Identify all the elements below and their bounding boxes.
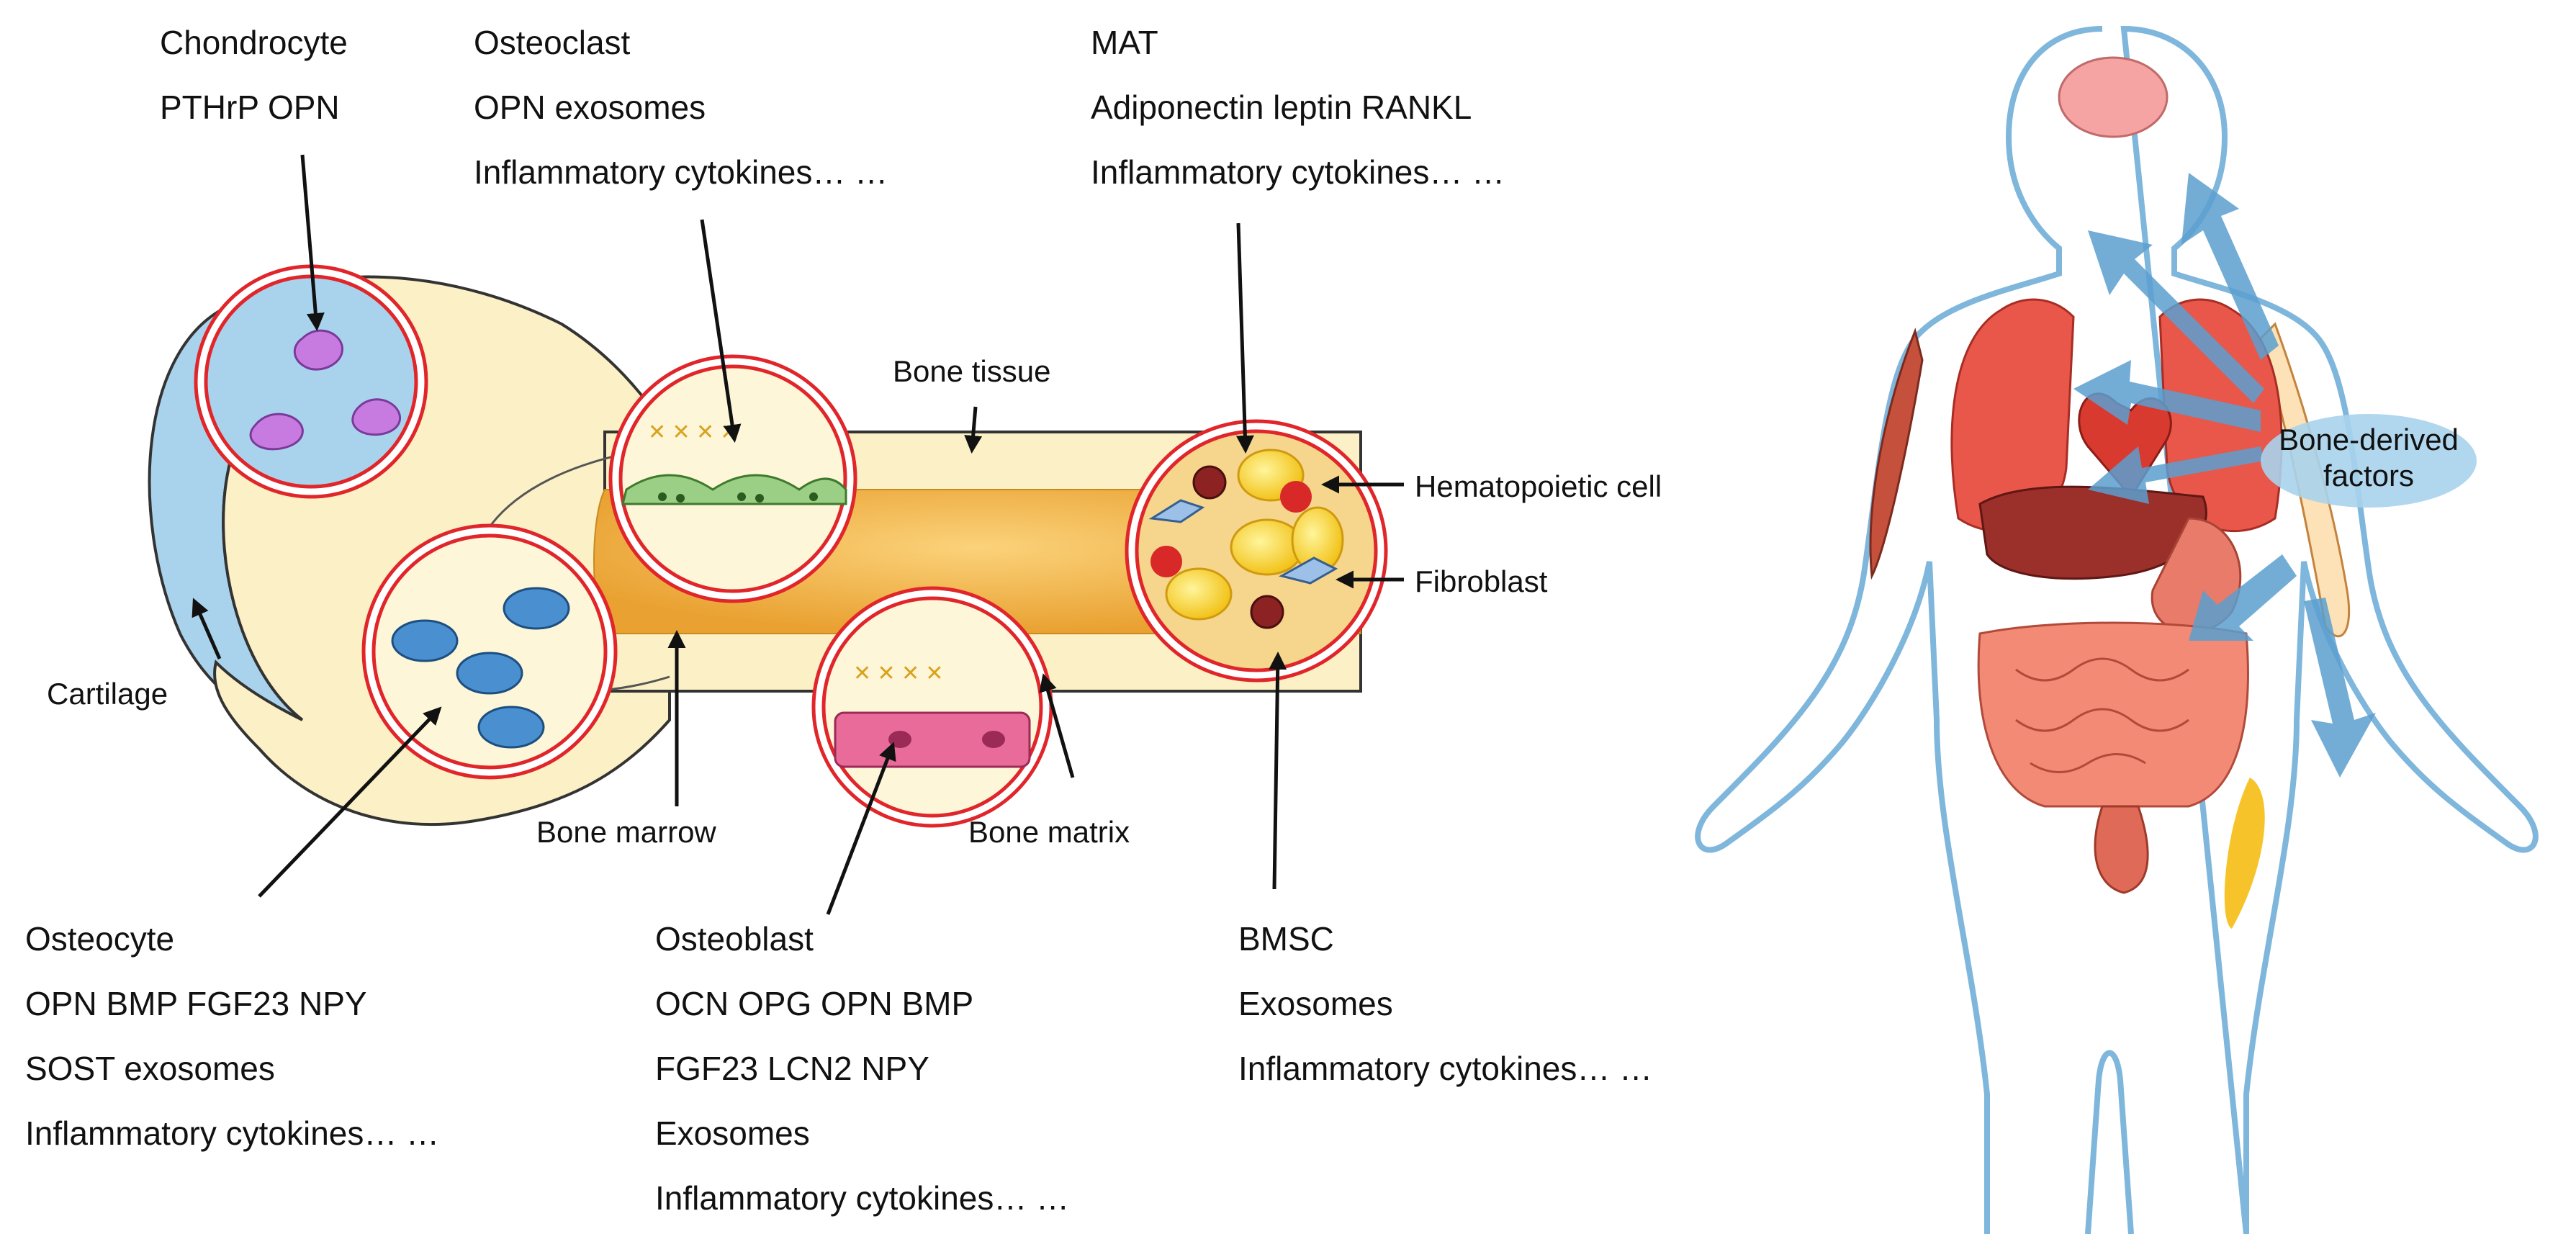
factors-label-line1: Bone-derived bbox=[2279, 423, 2459, 456]
osteoblast-exosomes: Exosomes bbox=[655, 1114, 810, 1152]
text-block-osteoblast: Osteoblast OCN OPG OPN BMP FGF23 LCN2 NP… bbox=[655, 920, 1069, 1217]
bmsc-exosomes: Exosomes bbox=[1238, 985, 1393, 1022]
osteoblast-factors-2: FGF23 LCN2 NPY bbox=[655, 1050, 929, 1087]
label-fibroblast: Fibroblast bbox=[1415, 564, 1548, 598]
mat-title: MAT bbox=[1091, 24, 1158, 61]
chondrocyte-title: Chondrocyte bbox=[160, 24, 348, 61]
intestines bbox=[1977, 621, 2249, 808]
svg-text:✕ ✕ ✕ ✕: ✕ ✕ ✕ ✕ bbox=[648, 420, 739, 444]
text-block-osteocyte: Osteocyte OPN BMP FGF23 NPY SOST exosome… bbox=[25, 920, 439, 1152]
label-bone-matrix: Bone matrix bbox=[968, 815, 1130, 849]
chondrocyte-factors: PTHrP OPN bbox=[160, 89, 340, 126]
brain bbox=[2058, 56, 2169, 138]
text-block-mat: MAT Adiponectin leptin RANKL Inflammator… bbox=[1091, 24, 1505, 191]
factors-label-line2: factors bbox=[2323, 459, 2414, 492]
bone-derived-factors-badge: Bone-derived factors bbox=[2261, 414, 2477, 508]
text-block-chondrocyte: Chondrocyte PTHrP OPN bbox=[160, 24, 348, 126]
osteocyte-factors-2: SOST exosomes bbox=[25, 1050, 275, 1087]
label-hematopoietic-cell: Hematopoietic cell bbox=[1415, 469, 1662, 503]
muscle bbox=[1869, 328, 1924, 580]
human-body-figure bbox=[1695, 25, 2539, 1234]
label-bone-marrow: Bone marrow bbox=[536, 815, 716, 849]
osteoclast-circle: ✕ ✕ ✕ ✕ bbox=[608, 354, 857, 603]
osteoclast-cytokines: Inflammatory cytokines… … bbox=[474, 153, 888, 191]
chondrocyte-circle bbox=[194, 264, 428, 499]
svg-text:✕ ✕ ✕ ✕: ✕ ✕ ✕ ✕ bbox=[853, 662, 944, 685]
mat-cytokines: Inflammatory cytokines… … bbox=[1091, 153, 1505, 191]
label-cartilage: Cartilage bbox=[47, 677, 168, 711]
osteocyte-cytokines: Inflammatory cytokines… … bbox=[25, 1114, 439, 1152]
bmsc-cytokines: Inflammatory cytokines… … bbox=[1238, 1050, 1652, 1087]
osteoblast-circle: ✕ ✕ ✕ ✕ bbox=[811, 586, 1053, 828]
bone-derived-factor-arrows bbox=[2073, 173, 2376, 778]
osteoblast-factors-1: OCN OPG OPN BMP bbox=[655, 985, 973, 1022]
osteocyte-factors-1: OPN BMP FGF23 NPY bbox=[25, 985, 367, 1022]
label-bone-tissue: Bone tissue bbox=[893, 354, 1050, 388]
osteoclast-factors: OPN exosomes bbox=[474, 89, 706, 126]
bmsc-title: BMSC bbox=[1238, 920, 1334, 958]
osteoblast-title: Osteoblast bbox=[655, 920, 814, 958]
marrow-adipocyte-circle bbox=[1125, 419, 1388, 683]
mat-factors: Adiponectin leptin RANKL bbox=[1091, 89, 1472, 126]
rectum bbox=[2094, 805, 2149, 894]
osteocyte-title: Osteocyte bbox=[25, 920, 174, 958]
text-block-osteoclast: Osteoclast OPN exosomes Inflammatory cyt… bbox=[474, 24, 888, 191]
text-block-bmsc: BMSC Exosomes Inflammatory cytokines… … bbox=[1238, 920, 1652, 1087]
osteoblast-cytokines: Inflammatory cytokines… … bbox=[655, 1179, 1069, 1217]
adipose-tissue bbox=[2224, 778, 2265, 929]
osteoclast-title: Osteoclast bbox=[474, 24, 631, 61]
pointer-arrows bbox=[192, 154, 1404, 915]
osteocyte-circle bbox=[361, 523, 618, 780]
